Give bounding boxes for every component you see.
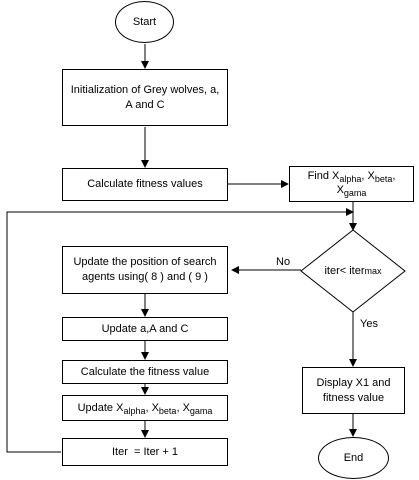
init-process: Initialization of Grey wolves, a, A and … <box>62 69 228 126</box>
calculate-fitness-process: Calculate fitness values <box>62 168 228 201</box>
update-x-label: Update Xalpha, Xbeta, Xgama <box>78 401 213 416</box>
find-x-line2: Xgama <box>337 184 367 198</box>
update-a-a-c-process: Update a,A and C <box>62 317 228 341</box>
display-line1: Display X1 and <box>316 376 391 389</box>
find-x-sep-2: , <box>392 170 396 183</box>
calculate-fitness-label: Calculate fitness values <box>87 178 203 191</box>
calculate-fitness-value-process: Calculate the fitness value <box>62 360 228 384</box>
find-x-sep-1: , X <box>361 170 375 183</box>
update-position-process: Update the position of search agents usi… <box>62 246 228 294</box>
update-x-sep-1: , X <box>145 401 159 414</box>
iter-increment-process: Iter = Iter + 1 <box>62 438 228 466</box>
find-x-sub-gama: gama <box>343 188 367 198</box>
update-x-sub-beta: beta <box>158 405 177 416</box>
iter-increment-label: Iter = Iter + 1 <box>111 445 179 458</box>
find-x-line1: Find Xalpha, Xbeta, <box>308 170 396 184</box>
update-x-sep-2: , X <box>176 401 190 414</box>
decision-prefix: iter< iter <box>324 264 365 277</box>
decision-diamond <box>300 229 406 313</box>
update-position-line2: agents using( 8 ) and ( 9 ) <box>82 271 208 283</box>
calculate-fitness-value-label: Calculate the fitness value <box>80 365 210 378</box>
update-x-prefix: Update X <box>77 401 124 414</box>
end-node: End <box>318 437 389 479</box>
init-label-line1: Initialization of Grey wolves, a, <box>70 83 220 96</box>
find-x-sub-alpha: alpha <box>339 174 362 185</box>
find-x-line2-prefix: X <box>336 184 344 196</box>
find-x-prefix: Find X <box>307 170 340 183</box>
update-a-a-c-label: Update a,A and C <box>101 322 189 335</box>
display-process: Display X1 and fitness value <box>302 367 405 414</box>
display-line2: fitness value <box>322 391 385 404</box>
find-x-process: Find Xalpha, Xbeta, Xgama <box>289 166 414 202</box>
update-x-sub-gama: gama <box>189 405 213 416</box>
edge-iter-loop-back <box>6 208 354 453</box>
init-label-line2: A and C <box>125 98 165 111</box>
update-x-sub-alpha: alpha <box>123 405 146 416</box>
update-position-line1: Update the position of search <box>73 256 217 269</box>
no-label: No <box>276 256 291 268</box>
start-node: Start <box>115 1 174 43</box>
update-x-process: Update Xalpha, Xbeta, Xgama <box>62 395 228 421</box>
end-label: End <box>343 451 364 464</box>
start-label: Start <box>132 15 157 28</box>
find-x-sub-beta: beta <box>374 174 393 185</box>
yes-label: Yes <box>360 318 378 330</box>
